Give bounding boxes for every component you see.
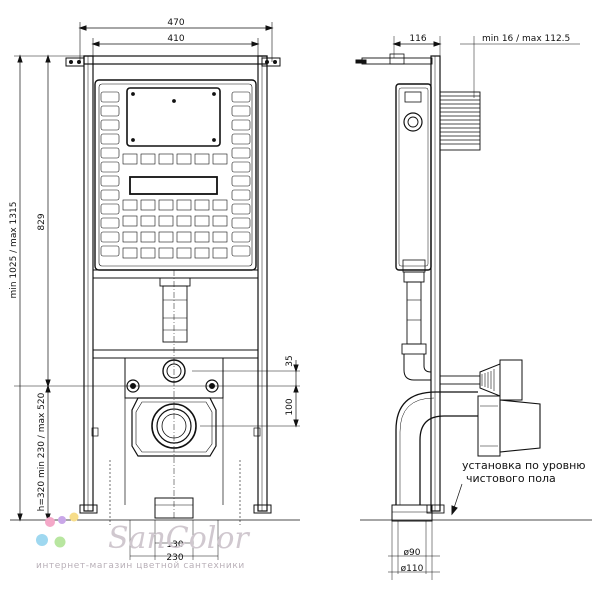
dim-height-range: min 1025 / max 1315: [9, 202, 19, 299]
dim-bottom-outer: 230: [166, 553, 183, 563]
brand-dot: [54, 536, 66, 548]
dim-pipe-outer: ø110: [401, 564, 424, 574]
dim-outer-width: 470: [167, 18, 184, 28]
dim-frame-height: 829: [37, 213, 47, 230]
dim-bottom-inner: 130: [166, 540, 183, 550]
front-view: [10, 22, 300, 560]
brand-watermark: SanColor интернет-магазин цветной сантех…: [36, 512, 250, 571]
dim-wall-offset: min 16 / max 112.5: [482, 34, 570, 44]
brand-tagline: интернет-магазин цветной сантехники: [36, 561, 245, 571]
brand-dot: [45, 517, 55, 527]
dim-depth: 116: [409, 34, 426, 44]
dim-flush-range: h=320 min 230 / max 520: [37, 392, 47, 511]
brand-dot: [69, 512, 79, 522]
brand-logo: SanColor: [108, 521, 250, 556]
floor-level-note-line2: чистового пола: [466, 472, 556, 485]
side-view: [355, 36, 592, 580]
floor-level-note-line1: установка по уровню: [462, 459, 586, 472]
brand-dot: [36, 534, 48, 546]
dim-drain-offset-b: 100: [285, 398, 295, 415]
dim-pipe-inner: ø90: [404, 548, 421, 558]
brand-dot: [58, 516, 66, 524]
dim-drain-offset-a: 35: [285, 355, 295, 366]
dim-inner-width: 410: [167, 34, 184, 44]
